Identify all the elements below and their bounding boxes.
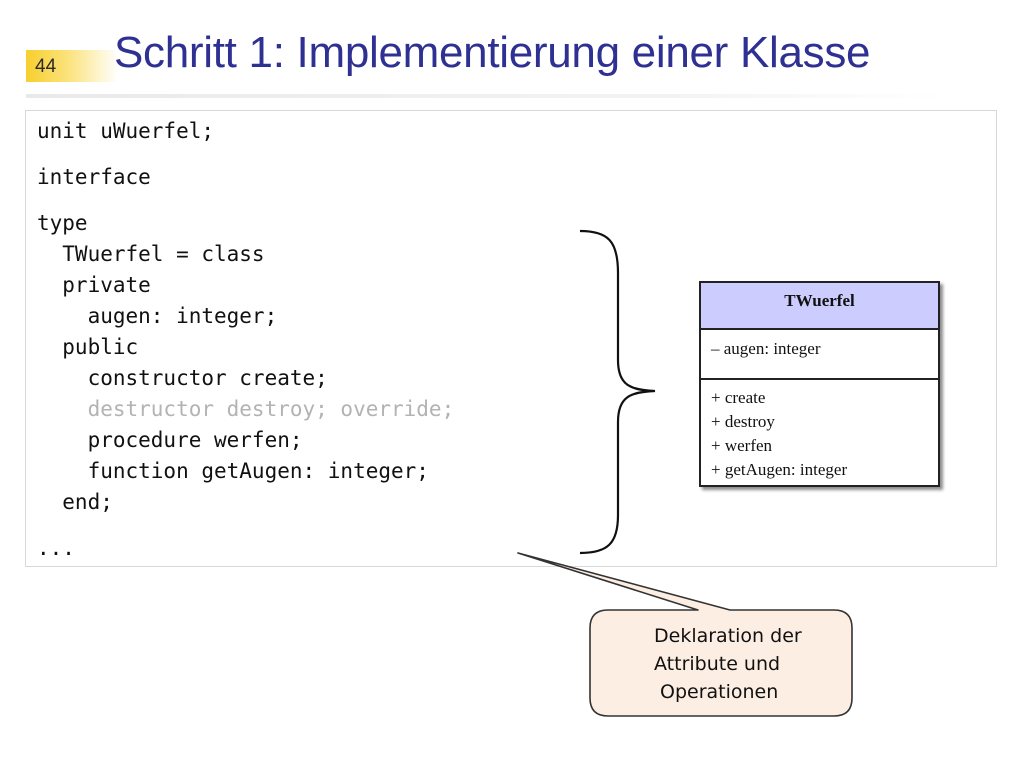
callout-line: Attribute und xyxy=(654,653,781,675)
page-title: Schritt 1: Implementierung einer Klasse xyxy=(114,28,871,77)
uml-operation: + getAugen: integer xyxy=(711,460,848,479)
code-line: procedure werfen; xyxy=(37,428,303,452)
uml-operations: + create + destroy + werfen + getAugen: … xyxy=(701,380,938,482)
code-line: unit uWuerfel; xyxy=(37,119,215,143)
uml-operation: + destroy xyxy=(711,412,775,431)
uml-class-box: TWuerfel – augen: integer + create + des… xyxy=(699,281,940,487)
uml-operation: + create xyxy=(711,388,766,407)
code-line-interface: interface xyxy=(37,162,151,193)
code-type-block: type TWuerfel = class private augen: int… xyxy=(37,208,454,518)
code-line: TWuerfel = class xyxy=(37,242,265,266)
code-line: constructor create; xyxy=(37,366,328,390)
code-line: type xyxy=(37,211,88,235)
uml-attributes: – augen: integer xyxy=(701,330,938,380)
callout-line: Deklaration der xyxy=(654,625,802,647)
code-line: public xyxy=(37,335,139,359)
uml-attribute: – augen: integer xyxy=(711,339,821,358)
uml-class-name: TWuerfel xyxy=(701,283,938,330)
page-number: 44 xyxy=(35,56,57,77)
callout-line: Operationen xyxy=(660,681,779,703)
code-line: end; xyxy=(37,490,113,514)
code-line: destructor destroy; override; xyxy=(37,397,455,421)
page-number-bar xyxy=(26,50,118,82)
code-line: augen: integer; xyxy=(37,304,278,328)
code-line: ... xyxy=(37,536,75,560)
code-line: private xyxy=(37,273,151,297)
title-divider xyxy=(26,94,946,98)
code-line-unit: unit uWuerfel; xyxy=(37,116,214,147)
code-line-ellipsis: ... xyxy=(37,533,75,564)
uml-operation: + werfen xyxy=(711,436,773,455)
curly-brace xyxy=(579,229,656,555)
callout-text: Deklaration der Attribute und Operatione… xyxy=(654,622,834,706)
code-line: function getAugen: integer; xyxy=(37,459,429,483)
code-line: interface xyxy=(37,165,151,189)
